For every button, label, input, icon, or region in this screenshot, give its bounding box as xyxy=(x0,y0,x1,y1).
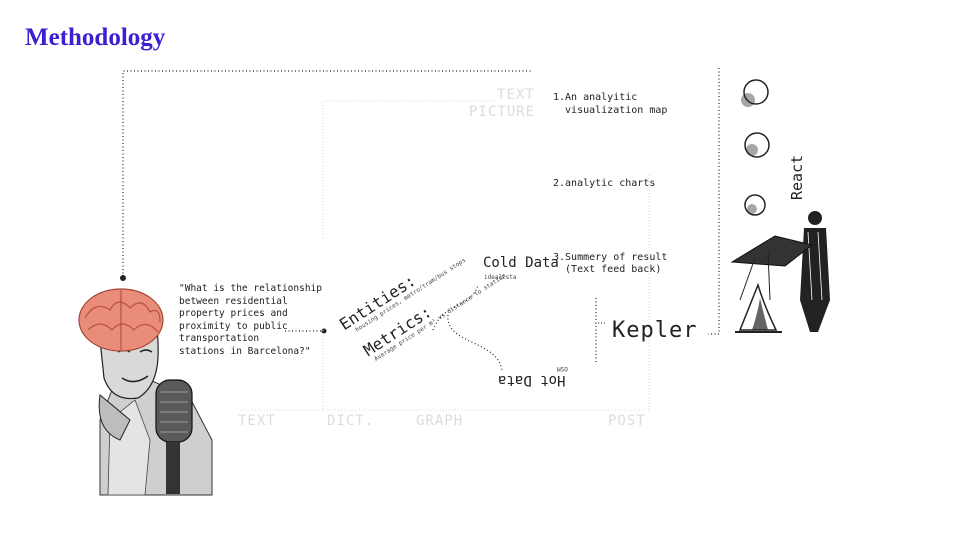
question-node xyxy=(321,328,327,334)
stage-picture: PICTURE xyxy=(469,104,536,120)
performer-illustration xyxy=(730,79,830,333)
person-illustration xyxy=(78,288,213,496)
outputs-list: 1.An analyitic visualization map 2.analy… xyxy=(553,67,667,289)
page-title: Methodology xyxy=(25,24,166,51)
brain-node xyxy=(120,275,126,281)
react-label: React xyxy=(788,154,806,200)
research-question: "What is the relationship between reside… xyxy=(179,283,322,357)
react-connector-line xyxy=(708,68,720,335)
stage-post: POST xyxy=(608,413,646,429)
stage-dict: DICT. xyxy=(327,413,375,429)
stage-text-top: TEXT xyxy=(497,87,535,103)
stage-graph: GRAPH xyxy=(416,413,464,429)
ghost-frame xyxy=(240,100,650,411)
cold-data-label: Cold Data xyxy=(483,255,559,271)
hot-data-label: Hot Data xyxy=(498,372,566,388)
cold-data-source: idealista xyxy=(484,274,517,281)
hot-data-source: OSM xyxy=(557,365,568,372)
brain-to-outputs-line xyxy=(122,70,533,277)
output-item: 2.analytic charts xyxy=(553,178,656,189)
output-item: 1.An analyitic visualization map xyxy=(553,92,668,116)
hot-data-curve xyxy=(447,314,503,373)
stage-text: TEXT xyxy=(238,413,276,429)
kepler-label: Kepler xyxy=(612,318,698,343)
output-item: 3.Summery of result (Text feed back) xyxy=(553,251,668,276)
cold-data-curve xyxy=(432,284,479,331)
